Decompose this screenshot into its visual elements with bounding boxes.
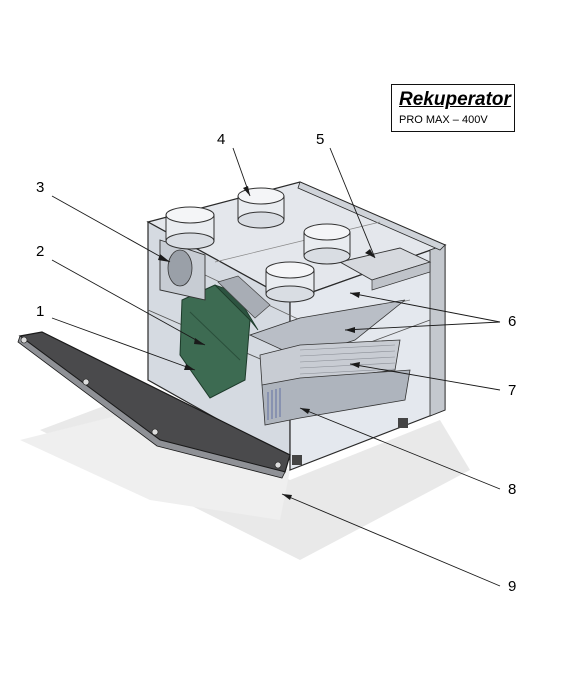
leader-6b [344, 321, 501, 331]
title-main: Rekuperator [399, 89, 511, 110]
frame-strip [429, 244, 446, 417]
title-box: Rekuperator PRO MAX – 400V [391, 84, 515, 132]
callout-2: 2 [36, 243, 45, 260]
callout-3: 3 [36, 179, 45, 196]
leader-2 [51, 259, 206, 346]
duct-spigot-1 [165, 206, 215, 250]
callout-7: 7 [508, 382, 517, 399]
callout-9: 9 [508, 578, 517, 595]
filter-lower [261, 369, 411, 426]
duct-spigot-4 [265, 261, 315, 303]
duct-spigot-3 [303, 223, 351, 265]
leader-3 [51, 195, 171, 263]
duct-spigot-2 [237, 187, 285, 229]
leader-lines [51, 147, 501, 587]
callout-5: 5 [316, 131, 325, 148]
callout-4: 4 [217, 131, 226, 148]
title-sub: PRO MAX – 400V [399, 114, 488, 126]
leader-5 [329, 147, 376, 259]
callout-1: 1 [36, 303, 45, 320]
leader-9 [281, 493, 501, 587]
callout-6: 6 [508, 313, 517, 330]
leader-1 [51, 317, 196, 371]
leader-6a [349, 292, 501, 323]
leader-8 [299, 407, 501, 490]
leader-7 [349, 363, 501, 391]
callout-8: 8 [508, 481, 517, 498]
